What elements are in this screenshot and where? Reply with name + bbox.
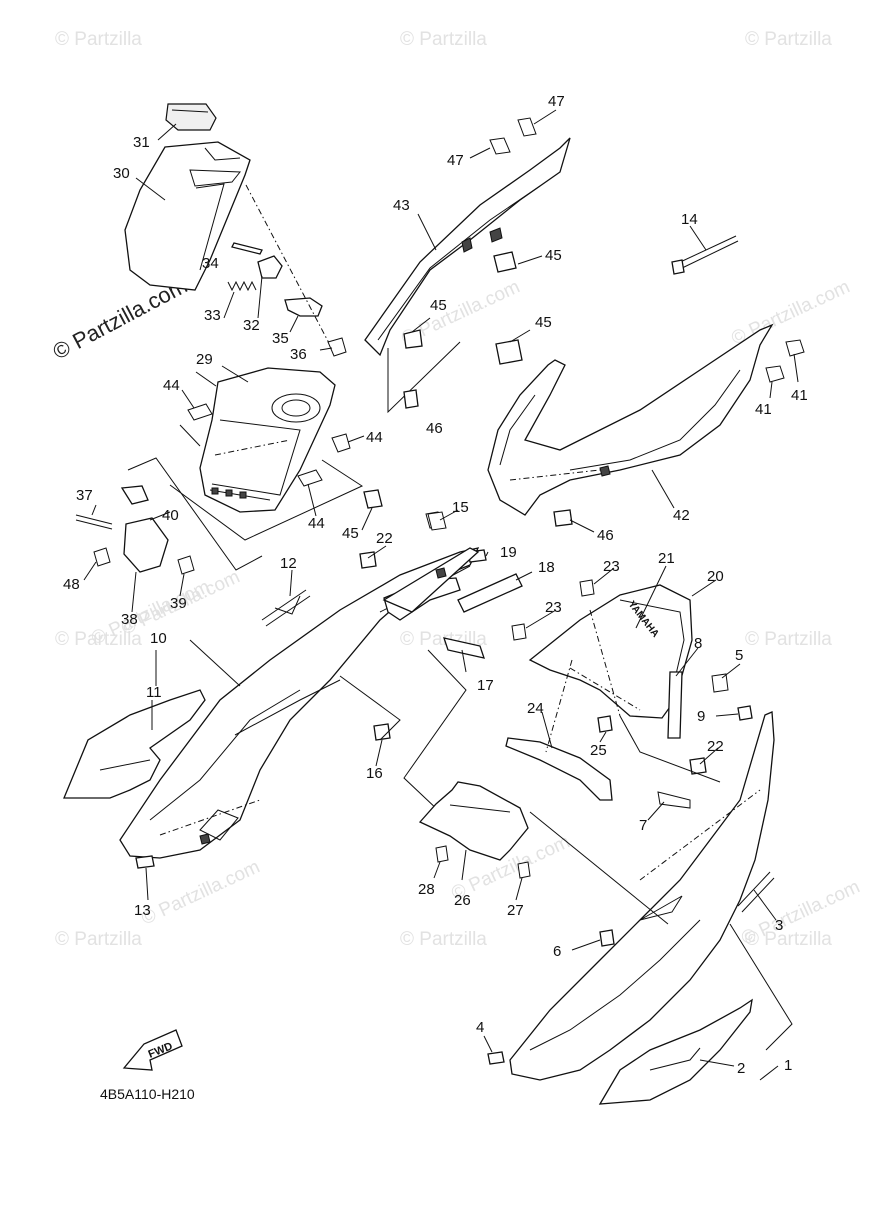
part-12-logo — [261, 589, 311, 627]
callout-44b: 44 — [366, 429, 383, 446]
callout-47b: 47 — [447, 152, 464, 169]
watermark: © Partzilla — [55, 29, 142, 50]
callout-29: 29 — [196, 351, 213, 368]
callout-7: 7 — [639, 817, 647, 834]
callout-11: 11 — [146, 684, 162, 701]
callout-15: 15 — [452, 499, 469, 516]
callout-2: 2 — [737, 1060, 745, 1077]
callouts: 1 2 3 4 5 6 7 8 9 10 11 12 13 14 15 16 1… — [63, 93, 808, 1077]
callout-19: 19 — [500, 544, 517, 561]
callout-25: 25 — [590, 742, 607, 759]
callout-47a: 47 — [548, 93, 565, 110]
callout-21: 21 — [658, 550, 675, 567]
callout-16: 16 — [366, 765, 383, 782]
callout-33: 33 — [204, 307, 221, 324]
callout-31: 31 — [133, 134, 150, 151]
watermark: © Partzilla — [745, 629, 832, 650]
callout-27: 27 — [507, 902, 524, 919]
watermark: © Partzilla — [55, 629, 142, 650]
callout-37: 37 — [76, 487, 93, 504]
part-24-bracket — [505, 609, 721, 801]
part-15-screw — [427, 511, 447, 531]
diagram-code: 4B5A110-H210 — [100, 1086, 195, 1102]
part-42-side-cover — [487, 323, 805, 527]
callout-10: 10 — [150, 630, 167, 647]
callout-35: 35 — [272, 330, 289, 347]
callout-23b: 23 — [545, 599, 562, 616]
leader-lines — [83, 109, 799, 1081]
part-16-clip — [339, 649, 467, 813]
part-47-bolts — [489, 117, 537, 155]
callout-22a: 22 — [376, 530, 393, 547]
callout-46a: 46 — [426, 420, 443, 437]
callout-9: 9 — [697, 708, 705, 725]
callout-46b: 46 — [597, 527, 614, 544]
part-32-35-latch-group — [227, 184, 347, 357]
watermark: © Partzilla — [400, 29, 487, 50]
callout-22b: 22 — [707, 738, 724, 755]
part-26-lower-cover — [418, 781, 531, 879]
callout-17: 17 — [477, 677, 494, 694]
callout-6: 6 — [553, 943, 561, 960]
callout-45d: 45 — [342, 525, 359, 542]
callout-43: 43 — [393, 197, 410, 214]
watermark: © Partzilla — [55, 929, 142, 950]
watermark: © Partzilla — [400, 929, 487, 950]
callout-39: 39 — [170, 595, 187, 612]
part-11-decal — [63, 689, 206, 799]
fwd-arrow-icon: FWD — [122, 1029, 183, 1071]
watermark: © Partzilla — [745, 929, 832, 950]
leader-frames — [127, 371, 364, 571]
callout-38: 38 — [121, 611, 138, 628]
callout-24: 24 — [527, 700, 544, 717]
part-20-tail-cover: YAMAHA — [511, 579, 693, 719]
part-30-inner-panel — [124, 141, 251, 291]
callout-18: 18 — [538, 559, 555, 576]
watermark: © Partzilla — [745, 29, 832, 50]
part-8-strip — [667, 671, 753, 739]
callout-20: 20 — [707, 568, 724, 585]
part-1-side-panel — [487, 711, 775, 1081]
callout-3: 3 — [775, 917, 783, 934]
callout-23a: 23 — [603, 558, 620, 575]
callout-44c: 44 — [308, 515, 325, 532]
callout-5: 5 — [735, 647, 743, 664]
callout-34: 34 — [202, 255, 219, 272]
part-17-19 — [382, 547, 523, 659]
callout-40: 40 — [162, 507, 179, 524]
callout-30: 30 — [113, 165, 130, 182]
callout-8: 8 — [694, 635, 702, 652]
callout-42: 42 — [673, 507, 690, 524]
part-31-cap — [165, 103, 217, 131]
part-14-cable-tie — [671, 235, 739, 275]
callout-45c: 45 — [535, 314, 552, 331]
part-10-body-cover — [119, 547, 480, 869]
callout-45a: 45 — [545, 247, 562, 264]
callout-45b: 45 — [430, 297, 447, 314]
callout-44a: 44 — [163, 377, 180, 394]
callout-4: 4 — [476, 1019, 484, 1036]
callout-32: 32 — [243, 317, 260, 334]
part-29-inner-box — [199, 367, 336, 513]
callout-12: 12 — [280, 555, 297, 572]
callout-48: 48 — [63, 576, 80, 593]
part-44-screws — [187, 403, 351, 487]
callout-1: 1 — [784, 1057, 792, 1074]
callout-13: 13 — [134, 902, 151, 919]
callout-41b: 41 — [791, 387, 808, 404]
watermark: © Partzilla.com — [138, 856, 263, 929]
callout-26: 26 — [454, 892, 471, 909]
part-43-rail — [364, 137, 571, 414]
callout-28: 28 — [418, 881, 435, 898]
callout-36: 36 — [290, 346, 307, 363]
callout-14: 14 — [681, 211, 698, 228]
part-2-decal — [598, 998, 753, 1105]
part-37-40-bracket — [75, 485, 195, 575]
callout-41a: 41 — [755, 401, 772, 418]
